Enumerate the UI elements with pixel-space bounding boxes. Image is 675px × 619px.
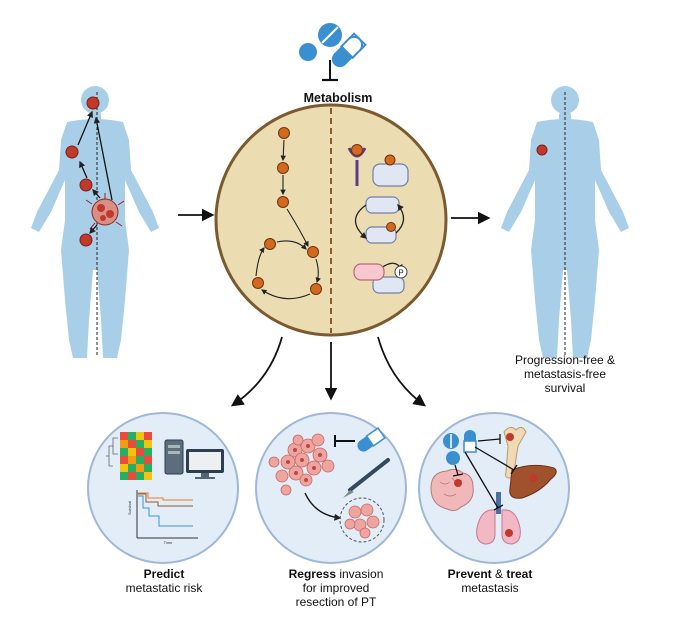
metabolism-label: Metabolism: [303, 91, 373, 105]
arrow-down-left-icon: [230, 336, 283, 407]
metastasis-icon: [65, 145, 79, 159]
cell-cluster-icon: [268, 433, 335, 496]
predict-subtitle: metastatic risk: [125, 581, 203, 595]
scalpel-icon: [343, 458, 390, 498]
prevent-label: Prevent & treat metastasis: [430, 567, 550, 595]
treat-title: treat: [506, 567, 533, 581]
predict-panel: Survival Time: [87, 412, 239, 564]
plot-ylabel: Survival: [127, 501, 132, 515]
regress-title: Regress: [288, 567, 336, 581]
survival-line: survival: [544, 381, 586, 395]
pill-icon: [299, 43, 317, 61]
regress-text: resection of PT: [295, 595, 377, 609]
metastasis-icon: [86, 96, 100, 110]
metabolic-pathway: [252, 127, 322, 300]
phospho-label: P: [398, 269, 403, 278]
metastasis-icon: [79, 178, 93, 192]
tumor-icon: [85, 193, 125, 230]
computer-icon: [164, 439, 224, 479]
arrow-down-right-icon: [377, 336, 427, 407]
prevent-subtitle: metastasis: [461, 581, 519, 595]
prevent-panel: [418, 412, 570, 564]
plot-xlabel: Time: [164, 540, 174, 545]
predict-label: Predict metastatic risk: [104, 567, 224, 595]
metabolism-circle: [214, 103, 448, 337]
metastasis-icon: [79, 233, 93, 247]
capsule-icon: [331, 32, 367, 68]
survival-line: metastasis-free: [523, 367, 607, 381]
regress-panel: [255, 412, 407, 564]
prevent-title: Prevent: [447, 567, 492, 581]
drug-pills-group: [299, 23, 367, 82]
prevent-amp: &: [491, 567, 507, 581]
capsule-icon: [357, 427, 386, 452]
tumor-icon: [536, 144, 548, 156]
regress-text: invasion: [336, 567, 384, 581]
regress-label: Regress invasion for improved resection …: [266, 567, 406, 609]
pill-icon: [446, 451, 460, 465]
signaling-pathway: P: [347, 144, 409, 294]
lungs-icon: [476, 492, 521, 545]
liver-icon: [509, 464, 557, 499]
survival-label: Progression-free & metastasis-free survi…: [498, 353, 632, 395]
capsule-icon: [463, 430, 477, 453]
brain-icon: [430, 468, 474, 512]
regress-text: for improved: [302, 581, 370, 595]
survival-line: Progression-free &: [514, 353, 616, 367]
heatmap-icon: [106, 432, 152, 480]
survival-plot-icon: Survival Time: [127, 490, 198, 545]
predict-title: Predict: [143, 567, 185, 581]
receptor-icon: [347, 144, 367, 186]
phospho-icon: [394, 265, 408, 279]
human-body-icon: [31, 86, 159, 358]
